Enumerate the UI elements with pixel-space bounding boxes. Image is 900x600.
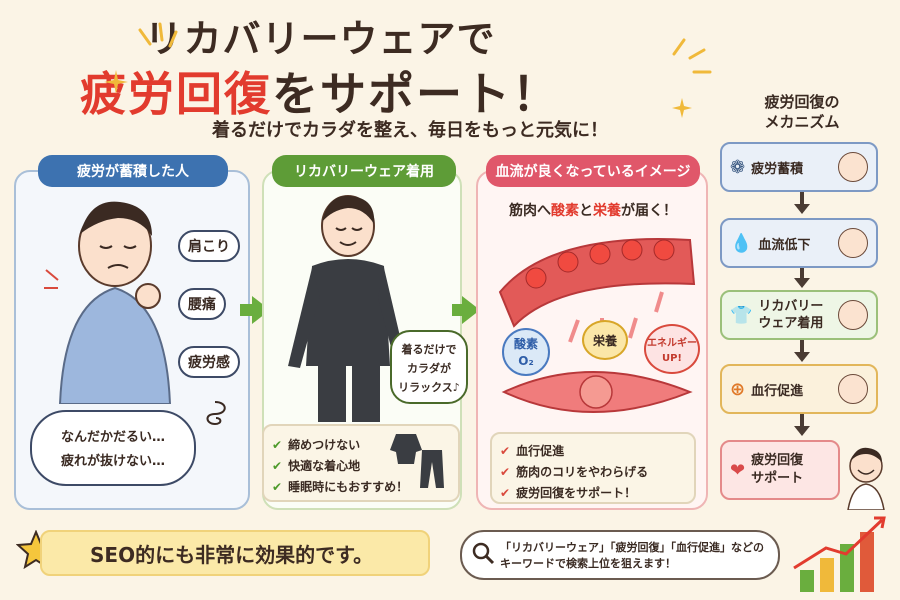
cheering-person-icon <box>847 447 885 510</box>
seo-banner: SEO的にも非常に効果的です。 <box>40 530 430 576</box>
feature-row: ✔睡眠時にもおすすめ！ <box>272 479 409 495</box>
panel1-label: 疲労が蓄積した人 <box>38 155 228 187</box>
tagline: 着るだけでカラダを整え、毎日をもっと元気に！ <box>212 120 608 141</box>
symptom-bubble: 肩こり <box>178 230 240 262</box>
blood-flow-benefits-box: ✔血行促進 ✔筋肉のコリをやわらげる ✔疲労回復をサポート！ <box>490 432 696 504</box>
mechanism-arrow <box>800 414 804 428</box>
search-icon <box>472 542 495 565</box>
flow-arrow <box>240 304 254 316</box>
benefit-row: ✔筋肉のコリをやわらげる <box>500 464 649 480</box>
droplet-icon: 💧 <box>730 232 753 254</box>
check-icon: ✔ <box>500 464 511 479</box>
blood-vessel-illustration <box>498 238 696 413</box>
panel2-label: リカバリーウェア着用 <box>272 155 456 187</box>
mechanism-arrow <box>800 268 804 280</box>
feature-row: ✔締めつけない <box>272 437 361 453</box>
benefit-row: ✔疲労回復をサポート！ <box>500 485 637 501</box>
mechanism-step-recovery: ❤ 疲労回復 サポート <box>720 440 840 500</box>
arrow-down-icon <box>794 352 810 362</box>
tired-person-illustration <box>44 201 172 404</box>
relax-line: カラダが <box>407 362 451 375</box>
arrow-down-icon <box>794 204 810 214</box>
sparkle-icon <box>672 38 712 74</box>
star-sparkle-icon <box>672 98 692 118</box>
check-icon: ✔ <box>272 458 283 473</box>
tangle-icon: ❁ <box>730 156 746 178</box>
symptom-bubble: 疲労感 <box>178 346 240 378</box>
mechanism-step-flow-drop: 💧 血流低下 <box>720 218 878 268</box>
title-highlight: 疲労回復 <box>80 67 272 121</box>
title-rest: をサポート！ <box>272 67 560 121</box>
mechanism-step-wear: 👕 リカバリー ウェア着用 <box>720 290 878 340</box>
check-icon: ✔ <box>272 479 283 494</box>
mechanism-title: 疲労回復の メカニズム <box>764 93 840 131</box>
mechanism-arrow <box>800 192 804 206</box>
symptom-bubble: 腰痛 <box>178 288 226 320</box>
face-icon <box>838 374 868 404</box>
title-line1: リカバリーウェアで <box>144 17 496 61</box>
mechanism-arrow <box>800 340 804 354</box>
nutrition-badge: 栄養 <box>582 320 628 360</box>
arrow-down-icon <box>794 426 810 436</box>
heart-icon: ❤ <box>730 459 746 481</box>
check-icon: ✔ <box>272 437 283 452</box>
face-icon <box>838 300 868 330</box>
benefit-row: ✔血行促進 <box>500 443 565 459</box>
pajama-set-icon <box>390 434 444 488</box>
star-sparkle-icon <box>104 70 128 94</box>
feature-row: ✔快適な着心地 <box>272 458 361 474</box>
relax-line: リラックス♪ <box>398 381 460 394</box>
face-icon <box>838 228 868 258</box>
target-icon: ⊕ <box>730 378 746 400</box>
face-icon <box>838 152 868 182</box>
speech-cloud: なんだかだるい… 疲れが抜けない… <box>30 410 196 486</box>
title-line2: 疲労回復をサポート！ <box>0 58 640 124</box>
arrow-right-icon <box>462 296 480 324</box>
check-icon: ✔ <box>500 485 511 500</box>
blood-flow-headline: 筋肉へ酸素と栄養が届く！ <box>509 203 677 219</box>
sparkle-icon <box>138 22 178 48</box>
growth-chart-icon <box>793 516 886 592</box>
speech-line: 疲れが抜けない… <box>60 454 165 469</box>
keyword-bubble: 「リカバリーウェア」「疲労回復」「血行促進」などの キーワードで検索上位を狙えま… <box>460 530 780 580</box>
energy-badge: エネルギー UP! <box>644 324 700 374</box>
scribble-icon <box>206 401 226 426</box>
oxygen-badge: 酸素 O₂ <box>502 328 550 376</box>
relax-line: 着るだけで <box>401 343 457 356</box>
shirt-icon: 👕 <box>730 304 753 326</box>
panel3-label: 血流が良くなっているイメージ <box>486 155 700 187</box>
arrow-down-icon <box>794 278 810 288</box>
relax-bubble: 着るだけで カラダが リラックス♪ <box>390 330 468 404</box>
speech-line: なんだかだるい… <box>60 430 165 445</box>
mechanism-step-circulation: ⊕ 血行促進 <box>720 364 878 414</box>
check-icon: ✔ <box>500 443 511 458</box>
mechanism-step-fatigue: ❁ 疲労蓄積 <box>720 142 878 192</box>
